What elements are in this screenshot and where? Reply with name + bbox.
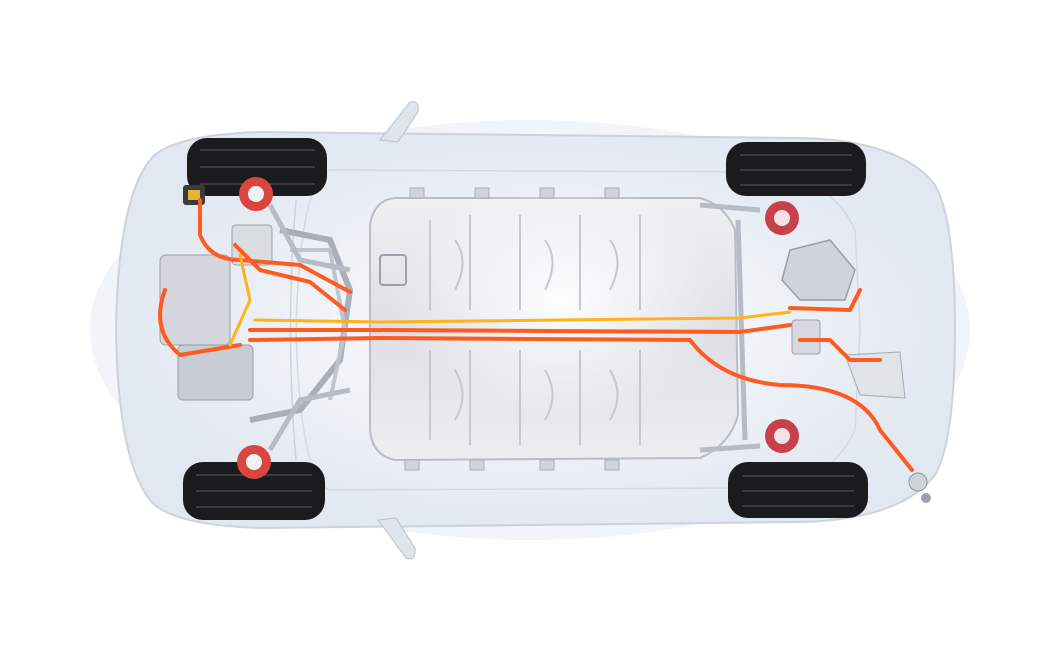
lv-cables (228, 253, 792, 347)
charge-port (908, 472, 931, 503)
shock-rear-right (765, 419, 799, 453)
shock-rear-left (765, 201, 799, 235)
brake-front-left (239, 177, 273, 211)
brake-front-right (237, 445, 271, 479)
hv-cables (158, 198, 914, 472)
tire-front-left (187, 138, 327, 196)
mirror-bottom (377, 517, 416, 560)
front-subframe (267, 203, 351, 452)
tire-rear-left (726, 142, 866, 196)
rear-components (781, 239, 906, 399)
tire-front-right (183, 462, 325, 520)
tire-rear-right (728, 462, 868, 518)
mirror-top (379, 101, 419, 143)
battery-pack (369, 180, 740, 471)
